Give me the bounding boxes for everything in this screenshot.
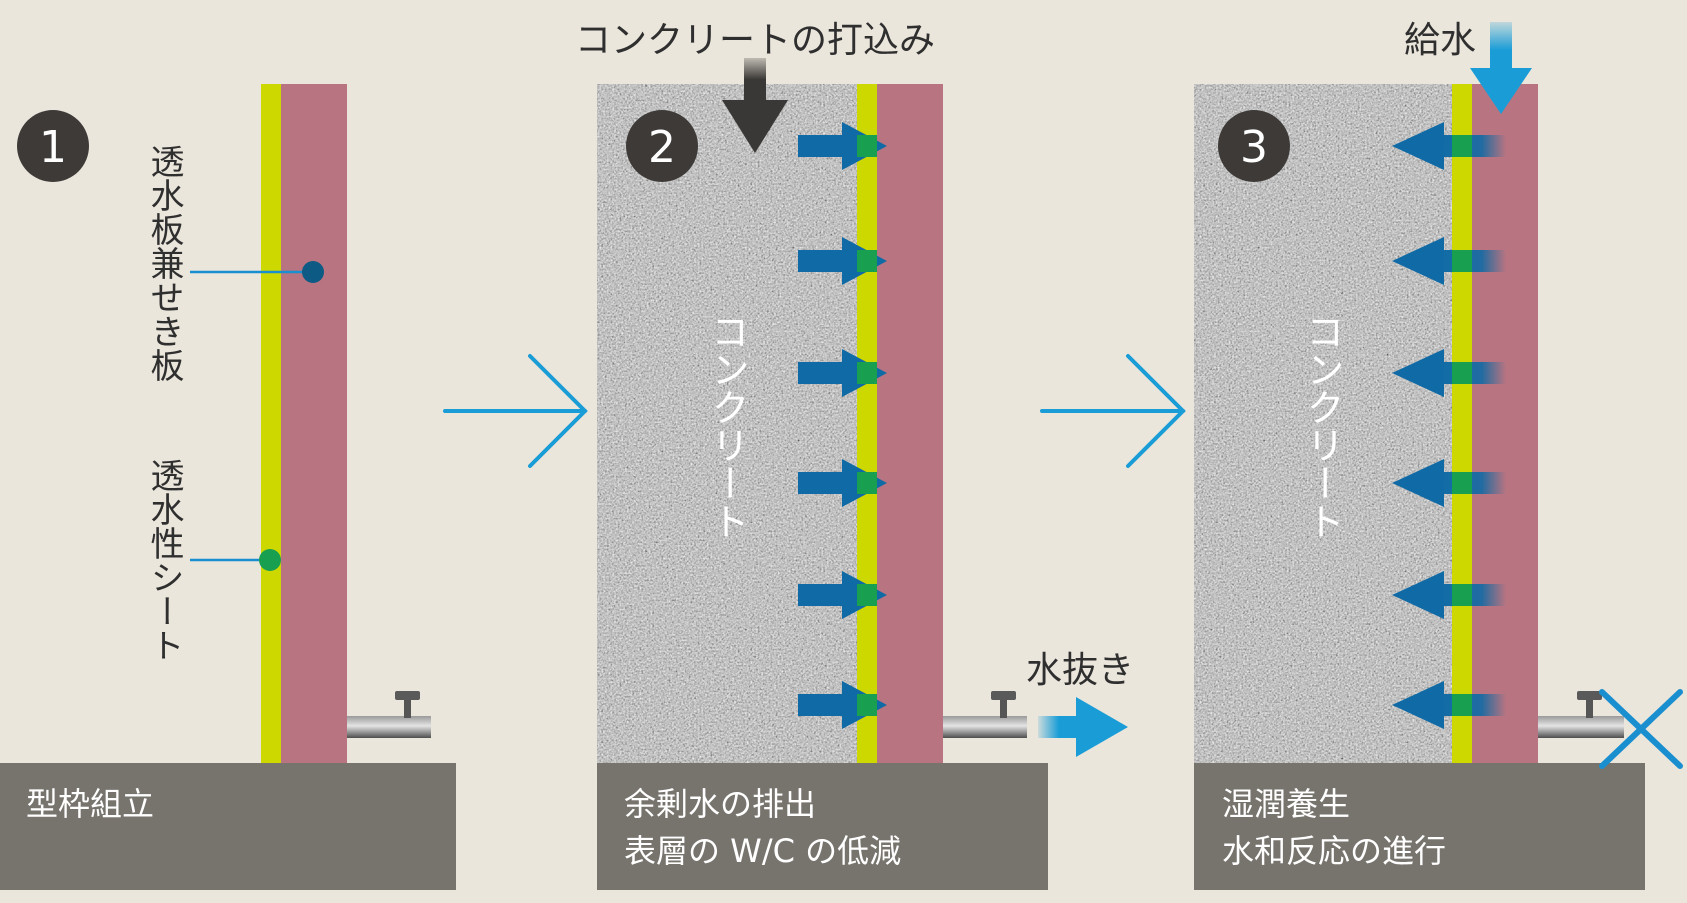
pour-label: コンクリートの打込み	[575, 20, 935, 61]
water-arrow-icon	[798, 571, 887, 619]
water-outflow-arrows	[798, 122, 887, 729]
valve-icon	[347, 691, 431, 738]
water-supply-label: 給水	[1404, 20, 1476, 61]
valve-icon	[943, 691, 1027, 738]
step-2-concrete-label: コンクリート	[705, 312, 749, 540]
permeable-board	[281, 84, 347, 765]
board-label: 透水板兼せき板	[144, 144, 184, 382]
water-arrow-icon	[798, 681, 887, 729]
water-arrow-icon	[1392, 571, 1506, 619]
chevron-right-arrow-icon	[443, 354, 588, 468]
water-arrow-icon	[1392, 681, 1506, 729]
step-2-panel: 2 コンクリート 余剰水の排出 表層の W/C の低減	[575, 20, 1134, 890]
right-arrow-icon	[1038, 697, 1128, 757]
step-1-base	[0, 763, 456, 890]
step-3-concrete-label: コンクリート	[1300, 312, 1344, 540]
step-1-panel: 1 型枠組立 透水板兼せき板 透水性シート	[0, 84, 456, 890]
permeable-board	[1472, 84, 1538, 765]
down-arrow-icon	[722, 58, 788, 153]
step-1-number: 1	[39, 122, 67, 173]
permeable-sheet	[1452, 84, 1472, 765]
step-2-caption-line-2: 表層の W/C の低減	[624, 832, 901, 870]
step-3-number-badge	[1218, 110, 1290, 182]
water-arrow-icon	[1392, 237, 1506, 285]
down-arrow-icon	[1470, 22, 1532, 114]
drain-label: 水抜き	[1026, 650, 1134, 691]
cross-icon	[1599, 689, 1683, 769]
chevron-right-arrow-icon	[1040, 354, 1186, 468]
step-2-base	[597, 763, 1048, 890]
water-arrow-icon	[798, 237, 887, 285]
water-absorption-arrows	[1392, 122, 1506, 729]
step-1-caption-line-1: 型枠組立	[26, 785, 154, 823]
step-2-number: 2	[648, 122, 676, 173]
water-arrow-icon	[1392, 349, 1506, 397]
step-3-caption-line-2: 水和反応の進行	[1222, 832, 1446, 870]
water-arrow-icon	[1392, 459, 1506, 507]
permeable-board	[877, 84, 943, 765]
step-1-number-badge	[17, 110, 89, 182]
step-3-number: 3	[1240, 122, 1268, 173]
step-3-caption-line-1: 湿潤養生	[1222, 785, 1350, 823]
water-arrow-icon	[798, 349, 887, 397]
step-2-number-badge	[626, 110, 698, 182]
sheet-label: 透水性シート	[144, 458, 184, 662]
sheet-leader-dot	[259, 549, 281, 571]
permeable-sheet	[857, 84, 877, 765]
permeable-sheet	[261, 84, 281, 765]
valve-icon	[1538, 691, 1624, 738]
concrete-grain	[597, 84, 857, 765]
water-arrow-icon	[1392, 122, 1506, 170]
step-3-base	[1194, 763, 1645, 890]
step-2-caption-line-1: 余剰水の排出	[624, 785, 816, 823]
water-arrow-icon	[798, 122, 887, 170]
water-arrow-icon	[798, 459, 887, 507]
board-leader-dot	[302, 261, 324, 283]
step-3-panel: 3 コンクリート 湿潤養生 水和反応の進行	[1194, 20, 1683, 890]
concrete-grain	[1194, 84, 1452, 765]
